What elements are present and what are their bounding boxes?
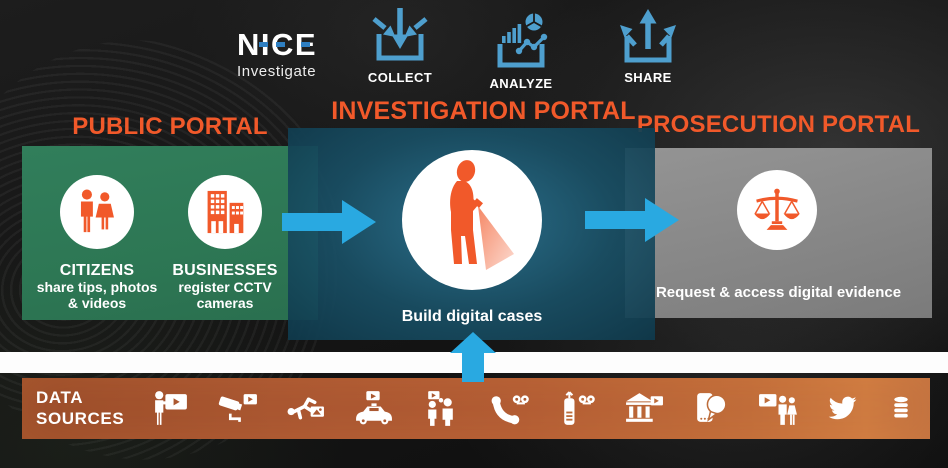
arrow-datasources-to-investigation-icon xyxy=(450,332,496,382)
businesses-desc-line1: register CCTV xyxy=(178,279,272,295)
citizens-title: CITIZENS xyxy=(59,262,135,279)
video-witnesses-icon xyxy=(758,390,799,427)
scales-circle xyxy=(737,170,817,250)
data-sources-label-line1: DATA xyxy=(36,388,84,407)
citizens-desc-line2: & videos xyxy=(67,294,127,311)
collect-label: COLLECT xyxy=(367,70,433,85)
share-arrows-out-icon xyxy=(620,9,676,63)
process-step-analyze: ANALYZE xyxy=(475,7,567,91)
prosecution-caption: Request & access digital evidence xyxy=(655,284,902,301)
nice-investigate-logo: NICE Investigate xyxy=(237,29,317,80)
investigation-portal-title: INVESTIGATION PORTAL xyxy=(331,97,636,125)
detective-circle xyxy=(402,150,542,290)
crime-scene-photos-icon xyxy=(285,390,326,427)
arrow-investigation-to-prosecution-icon xyxy=(585,198,679,242)
citizens-circle xyxy=(60,175,134,249)
businesses-title: BUSINESSES xyxy=(172,262,278,279)
investigation-caption: Build digital cases xyxy=(401,308,543,325)
logo-dash-icon xyxy=(259,42,268,47)
process-step-collect: COLLECT xyxy=(354,7,446,85)
businesses-desc-line2: cameras xyxy=(196,294,254,311)
businesses-circle xyxy=(188,175,262,249)
logo-dash-icon xyxy=(276,42,285,47)
citizens-icon xyxy=(80,189,114,233)
database-icon xyxy=(886,390,916,427)
logo-wordmark: NICE xyxy=(237,29,317,60)
arrow-public-to-investigation-icon xyxy=(282,200,376,244)
prosecution-portal-title: PROSECUTION PORTAL xyxy=(636,111,921,138)
detective-flashlight-icon xyxy=(450,160,514,270)
logo-dash-icon xyxy=(301,42,310,47)
phone-call-recording-icon xyxy=(488,390,529,427)
logo-product-name: Investigate xyxy=(237,63,317,80)
businesses-item: BUSINESSES register CCTV cameras xyxy=(159,175,291,311)
public-portal-panel: CITIZENS share tips, photos & videos xyxy=(22,146,318,320)
twitter-icon xyxy=(825,390,859,427)
process-step-share: SHARE xyxy=(602,7,694,85)
scales-of-justice-icon xyxy=(754,188,800,230)
radio-audio-icon xyxy=(555,390,596,427)
interview-video-icon xyxy=(420,390,461,427)
collect-arrows-in-icon xyxy=(372,8,428,61)
data-sources-label: DATA SOURCES xyxy=(36,388,124,429)
analyze-label: ANALYZE xyxy=(489,76,553,91)
share-label: SHARE xyxy=(624,70,672,85)
cctv-camera-icon xyxy=(218,390,259,427)
buildings-icon xyxy=(207,190,244,234)
prosecution-portal-panel: Request & access digital evidence xyxy=(625,148,932,318)
body-worn-video-icon xyxy=(150,390,191,427)
police-car-video-icon xyxy=(353,390,394,427)
public-portal-title: PUBLIC PORTAL xyxy=(72,113,268,140)
data-sources-label-line2: SOURCES xyxy=(36,408,125,428)
bank-video-icon xyxy=(623,390,664,427)
analyze-charts-icon xyxy=(497,13,548,68)
data-sources-bar: DATA SOURCES xyxy=(22,378,930,439)
citizens-item: CITIZENS share tips, photos & videos xyxy=(31,175,163,311)
mobile-chat-icon xyxy=(690,390,731,427)
data-source-icons-row xyxy=(150,378,916,439)
citizens-desc-line1: share tips, photos xyxy=(36,279,158,295)
